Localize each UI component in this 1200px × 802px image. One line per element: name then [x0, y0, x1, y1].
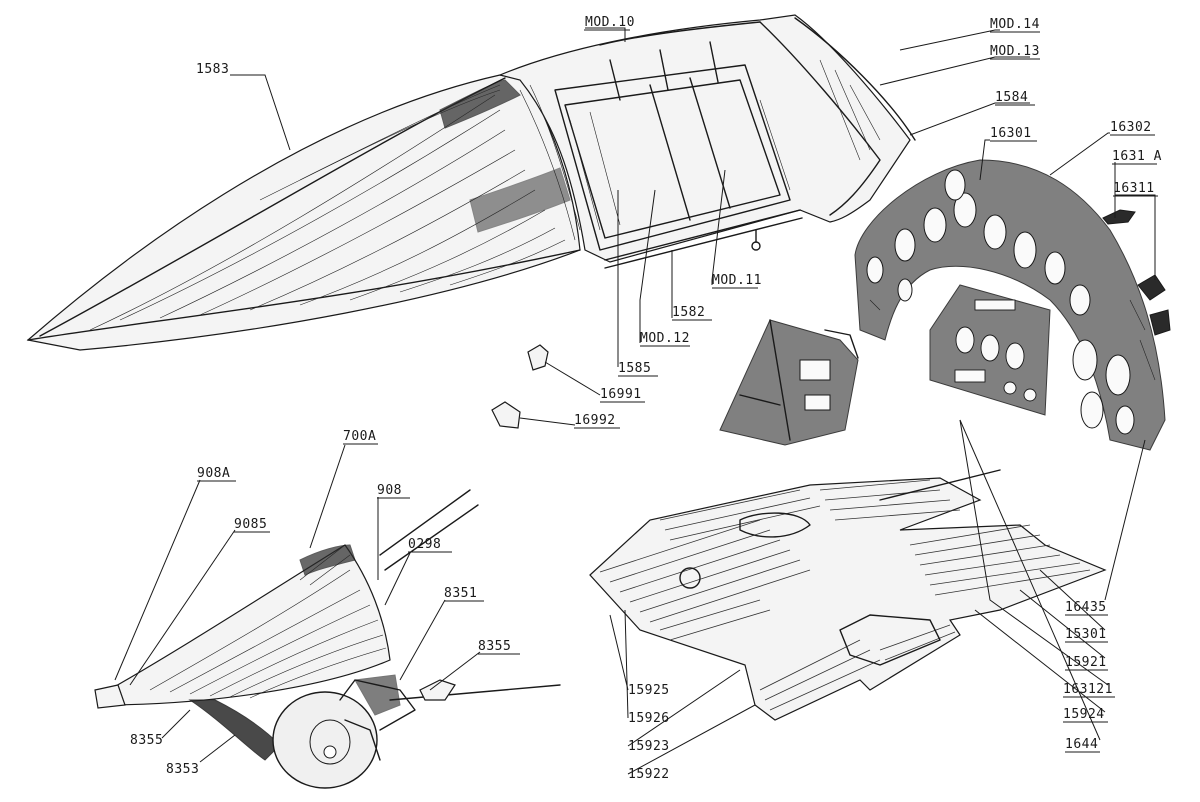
callout-15921: 15921: [1065, 655, 1107, 670]
bracket-16311-part: [1137, 274, 1171, 336]
callout-8351: 8351: [444, 586, 477, 601]
callout-908: 908: [377, 483, 402, 498]
callout-1583: 1583: [196, 62, 229, 77]
clip-16992-part: [491, 401, 521, 429]
callout-15922: 15922: [628, 767, 670, 782]
tail-cone-part: [94, 489, 561, 761]
callout-mod11: MOD.11: [712, 273, 762, 288]
callout-1585: 1585: [618, 361, 651, 376]
floor-boards-part: [589, 469, 1107, 721]
callout-16435: 16435: [1065, 600, 1107, 615]
callout-15301: 15301: [1065, 627, 1107, 642]
canopy-frame-part: [498, 14, 916, 269]
callout-1644: 1644: [1065, 737, 1098, 752]
callout-8355-left: 8355: [130, 733, 163, 748]
side-console-part: [719, 319, 859, 446]
callout-16991: 16991: [600, 387, 642, 402]
callout-16302: 16302: [1110, 120, 1152, 135]
callout-16311: 16311: [1113, 181, 1155, 196]
callout-mod10: MOD.10: [585, 15, 635, 30]
leader-lines: [114, 27, 1156, 775]
callout-mod13: MOD.13: [990, 44, 1040, 59]
callout-15923: 15923: [628, 739, 670, 754]
callout-1582: 1582: [672, 305, 705, 320]
callout-1584: 1584: [995, 90, 1028, 105]
callout-163121: 163121: [1063, 682, 1113, 697]
tail-wheel-part: [272, 679, 456, 789]
callout-15926: 15926: [628, 711, 670, 726]
callout-9085: 9085: [234, 517, 267, 532]
sub-instrument-panel-part: [929, 284, 1051, 416]
label-underlines: [197, 29, 1158, 753]
callout-16301: 16301: [990, 126, 1032, 141]
callout-15925: 15925: [628, 683, 670, 698]
nose-cone-part: [26, 74, 581, 351]
callout-8353: 8353: [166, 762, 199, 777]
callout-700a: 700A: [343, 429, 376, 444]
callout-16992: 16992: [574, 413, 616, 428]
callout-1631a: 1631 A: [1112, 149, 1162, 164]
instrument-panel-part: [854, 159, 1166, 451]
bracket-1631a-part: [1102, 209, 1136, 225]
callout-908a: 908A: [197, 466, 230, 481]
callout-0298: 0298: [408, 537, 441, 552]
clip-16991-part: [527, 344, 549, 371]
callout-8355-right: 8355: [478, 639, 511, 654]
callout-mod12: MOD.12: [640, 331, 690, 346]
callout-15924: 15924: [1063, 707, 1105, 722]
callout-mod14: MOD.14: [990, 17, 1040, 32]
callout-labels: 1583 MOD.10 MOD.14 MOD.13 1584 16301 163…: [130, 15, 1162, 782]
